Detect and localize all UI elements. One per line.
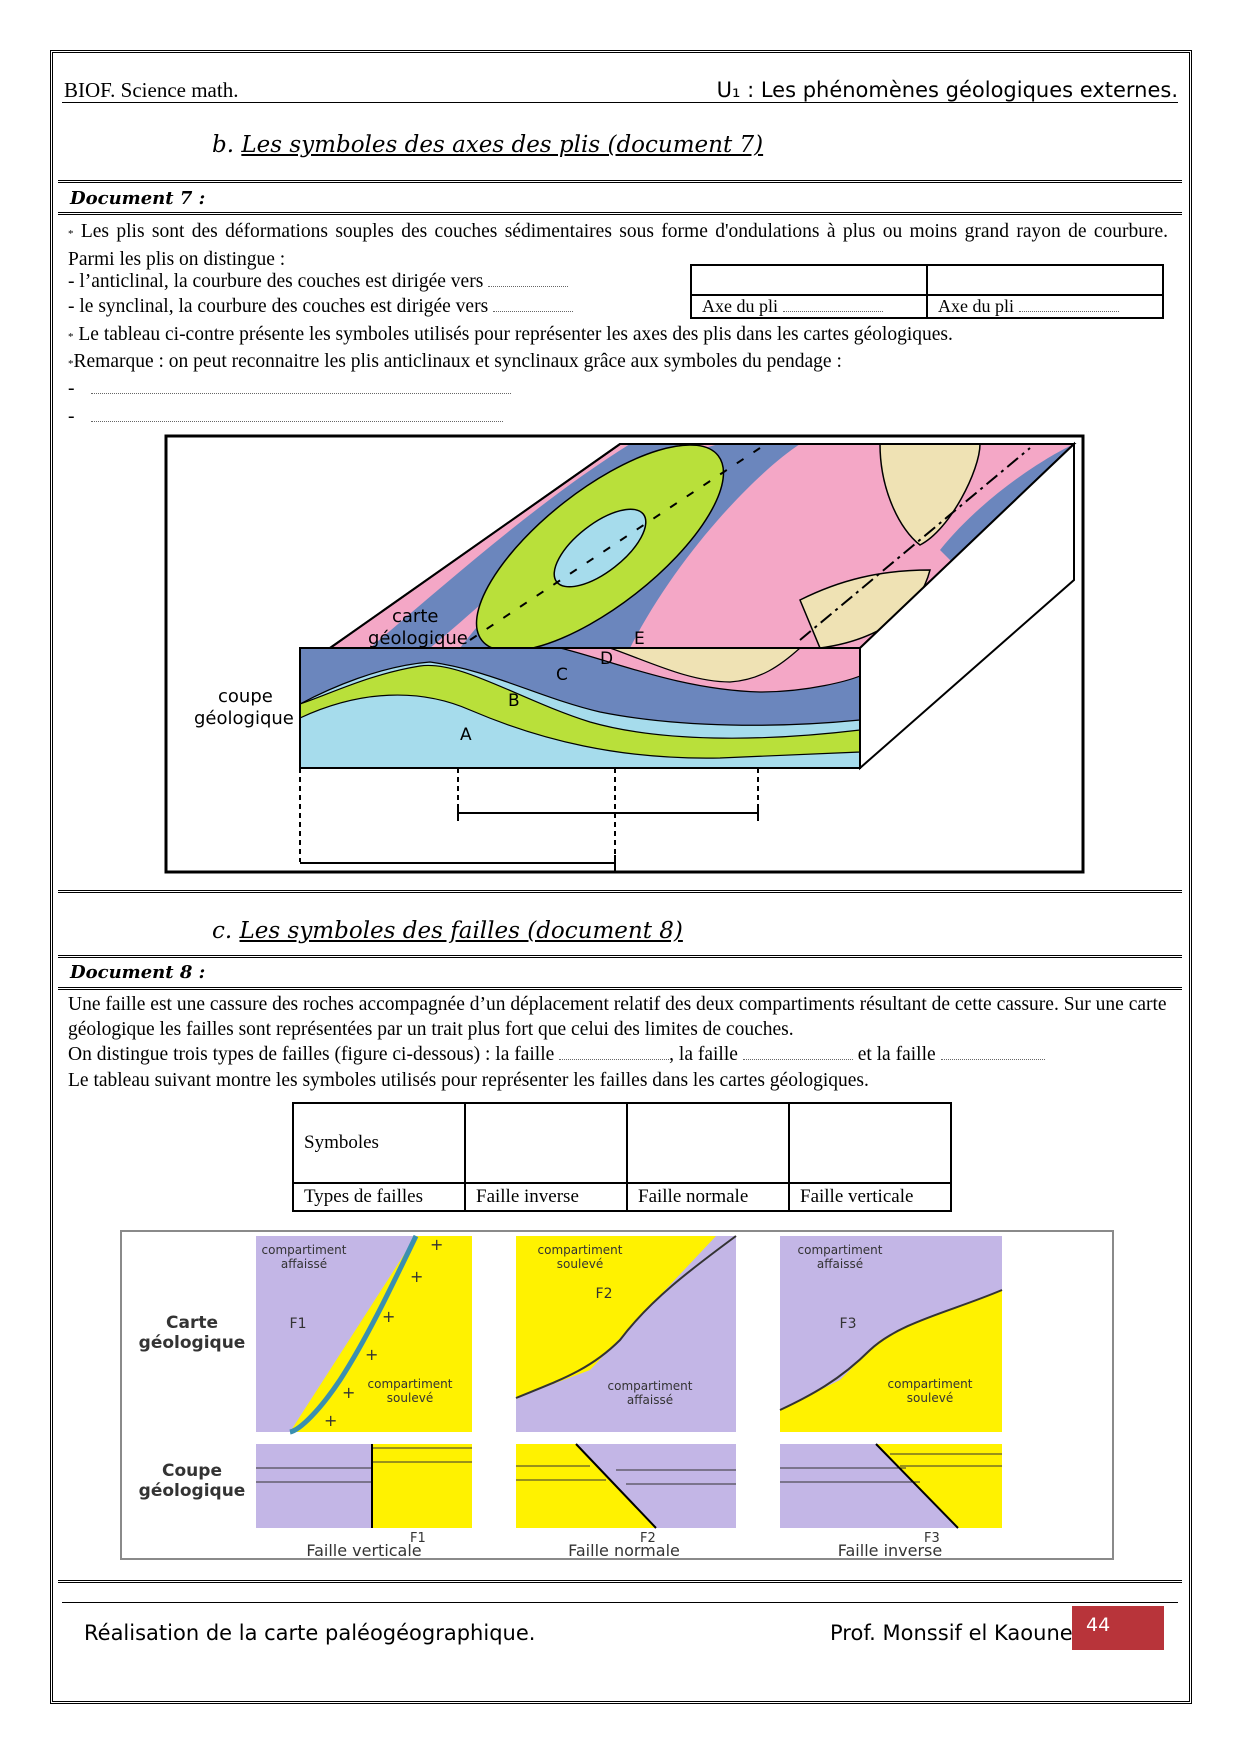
panel-reverse-map: compartiment affaissé compartiment soule…: [779, 1236, 1003, 1432]
document-8-para1: Une faille est une cassure des roches ac…: [68, 994, 1167, 1040]
divider: [58, 890, 1182, 893]
fault-types-row-label: Types de failles: [292, 1182, 466, 1212]
page-number: 44: [1072, 1606, 1164, 1650]
layer-a-label: A: [460, 725, 472, 745]
map-label-line2: géologique: [368, 628, 468, 649]
svg-text:Faille inverse: Faille inverse: [838, 1541, 942, 1560]
footer-left: Réalisation de la carte paléogéographiqu…: [84, 1621, 536, 1645]
svg-text:soulevé: soulevé: [907, 1391, 953, 1405]
cut-label-line1: coupe: [218, 686, 273, 707]
svg-text:F3: F3: [840, 1316, 857, 1332]
document-8-label: Document 8 :: [70, 962, 206, 983]
fault-type-cell: Faille inverse: [464, 1182, 628, 1212]
footer-rule: [62, 1602, 1178, 1603]
front-section: carte géologique coupe géologique A B C …: [194, 441, 1075, 771]
width-brackets: [299, 768, 759, 871]
symbol-cell: [788, 1102, 952, 1184]
svg-text:compartiment: compartiment: [262, 1243, 347, 1257]
fault-type-cell: Faille normale: [626, 1182, 790, 1212]
svg-text:+: +: [410, 1267, 423, 1286]
layer-e-label: E: [634, 629, 645, 649]
fold-axis-table: Axe du pli Axe du pli: [690, 264, 1164, 319]
dip-line-1: -: [68, 376, 512, 401]
svg-text:soulevé: soulevé: [387, 1391, 433, 1405]
svg-text:+: +: [365, 1345, 378, 1364]
svg-text:+: +: [342, 1383, 355, 1402]
svg-text:affaissé: affaissé: [817, 1257, 863, 1271]
document-7-para1: * Les plis sont des déformations souples…: [68, 221, 1169, 270]
svg-text:compartiment: compartiment: [538, 1243, 623, 1257]
svg-text:compartiment: compartiment: [888, 1377, 973, 1391]
layer-d-label: D: [600, 649, 613, 669]
panel-vertical-map: +++ +++ compartiment affaissé compartime…: [256, 1234, 472, 1435]
header-right: U₁ : Les phénomènes géologiques externes…: [716, 78, 1178, 102]
svg-text:F3: F3: [924, 1531, 940, 1546]
section-c-title: c. Les symboles des failles (document 8): [212, 918, 683, 944]
svg-text:F1: F1: [290, 1316, 307, 1332]
divider: [58, 955, 1182, 958]
map-label-line1: carte: [392, 606, 438, 627]
section-b-title: b. Les symboles des axes des plis (docum…: [212, 132, 764, 158]
cut-label-line2: géologique: [194, 708, 294, 729]
divider: [58, 1580, 1182, 1583]
row-label-cut-1: Coupe: [162, 1461, 222, 1481]
document-7-label: Document 7 :: [70, 188, 206, 209]
panel-normal-map: compartiment soulevé compartiment affais…: [515, 1235, 737, 1432]
svg-text:compartiment: compartiment: [368, 1377, 453, 1391]
page-frame: [50, 50, 1192, 1704]
divider: [58, 212, 1182, 215]
svg-text:F1: F1: [410, 1531, 426, 1546]
svg-text:F2: F2: [596, 1286, 613, 1302]
document-7-para3: *Remarque : on peut reconnaitre les plis…: [68, 351, 842, 372]
svg-text:Faille normale: Faille normale: [568, 1541, 680, 1560]
svg-text:affaissé: affaissé: [627, 1393, 673, 1407]
row-label-cut-2: géologique: [139, 1481, 246, 1501]
svg-text:compartiment: compartiment: [608, 1379, 693, 1393]
symbols-row-label: Symboles: [292, 1102, 466, 1184]
anticlinal-line: - l’anticlinal, la courbure des couches …: [68, 269, 569, 294]
anticline-symbol-cell: [690, 264, 928, 296]
fold-block-diagram: carte géologique coupe géologique A B C …: [164, 434, 1085, 874]
svg-text:compartiment: compartiment: [798, 1243, 883, 1257]
synclinal-line: - le synclinal, la courbure des couches …: [68, 294, 574, 319]
footer-right: Prof. Monssif el Kaoune: [830, 1621, 1073, 1645]
panel-vertical-cut: F1 Faille verticale: [256, 1444, 472, 1560]
symbol-cell: [626, 1102, 790, 1184]
symbol-cell: [464, 1102, 628, 1184]
row-label-map-2: géologique: [139, 1333, 246, 1353]
panel-normal-cut: F2 Faille normale: [516, 1443, 736, 1560]
document-8-para2: On distingue trois types de failles (fig…: [68, 1042, 1178, 1067]
layer-b-label: B: [508, 691, 520, 711]
header-rule: [62, 102, 1178, 103]
dip-line-2: -: [68, 404, 504, 429]
header-left: BIOF. Science math.: [64, 78, 239, 102]
svg-text:+: +: [324, 1411, 337, 1430]
document-8-para3: Le tableau suivant montre les symboles u…: [68, 1070, 869, 1091]
fault-diagram: Carte géologique Coupe géologique +++ ++…: [120, 1230, 1114, 1560]
document-7-para2: * Le tableau ci-contre présente les symb…: [68, 324, 953, 345]
syncline-symbol-cell: [926, 264, 1164, 296]
svg-text:+: +: [382, 1307, 395, 1326]
fault-symbol-table: Symboles Types de failles Faille inverse…: [292, 1102, 952, 1212]
layer-c-label: C: [556, 665, 568, 685]
svg-text:F2: F2: [640, 1531, 656, 1546]
axis-cell: Axe du pli: [926, 294, 1164, 319]
svg-text:Faille verticale: Faille verticale: [306, 1541, 421, 1560]
divider: [58, 987, 1182, 990]
svg-text:+: +: [430, 1235, 443, 1254]
divider: [58, 180, 1182, 183]
row-label-map-1: Carte: [166, 1313, 218, 1333]
fault-type-cell: Faille verticale: [788, 1182, 952, 1212]
svg-text:affaissé: affaissé: [281, 1257, 327, 1271]
panel-reverse-cut: F3 Faille inverse: [780, 1443, 1002, 1560]
axis-cell: Axe du pli: [690, 294, 928, 319]
svg-text:soulevé: soulevé: [557, 1257, 603, 1271]
